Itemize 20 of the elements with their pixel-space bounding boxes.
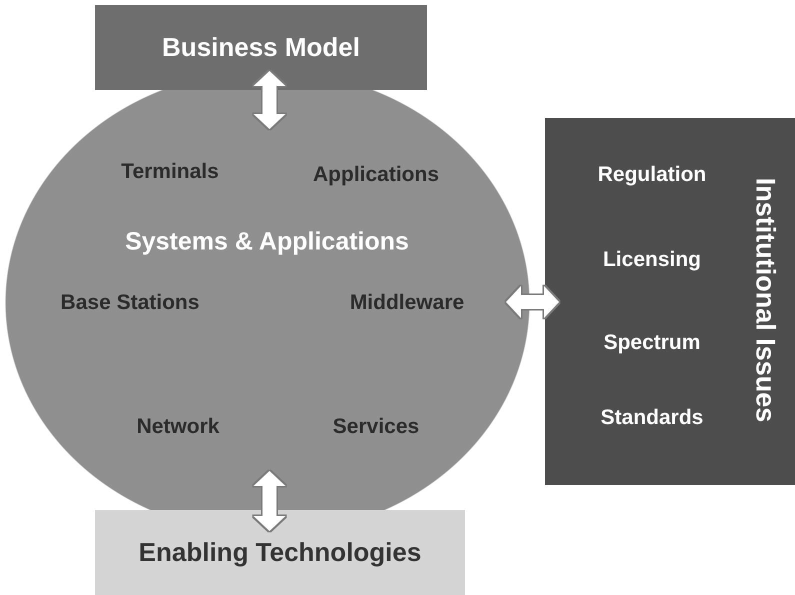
title-box — [95, 5, 427, 90]
issue-label: Licensing — [602, 248, 702, 272]
side-panel — [545, 118, 795, 485]
component-label: Middleware — [350, 291, 464, 315]
circle-title: Systems & Applications — [125, 228, 409, 256]
component-label: Base Stations — [60, 291, 200, 315]
issue-label: Spectrum — [604, 331, 700, 355]
issue-label: Standards — [600, 406, 704, 430]
component-label: Services — [332, 415, 420, 439]
box-title: Enabling Technologies — [138, 537, 422, 568]
double-arrow — [506, 286, 559, 318]
box-title: Business Model — [162, 32, 360, 63]
component-label: Network — [136, 415, 220, 439]
double-arrow — [254, 71, 286, 129]
issue-label: Regulation — [598, 163, 706, 187]
title-box — [95, 510, 465, 595]
component-label: Applications — [313, 163, 439, 187]
double-arrow — [254, 471, 286, 531]
component-label: Terminals — [121, 160, 219, 184]
panel-title: Institutional Issues — [750, 178, 780, 422]
